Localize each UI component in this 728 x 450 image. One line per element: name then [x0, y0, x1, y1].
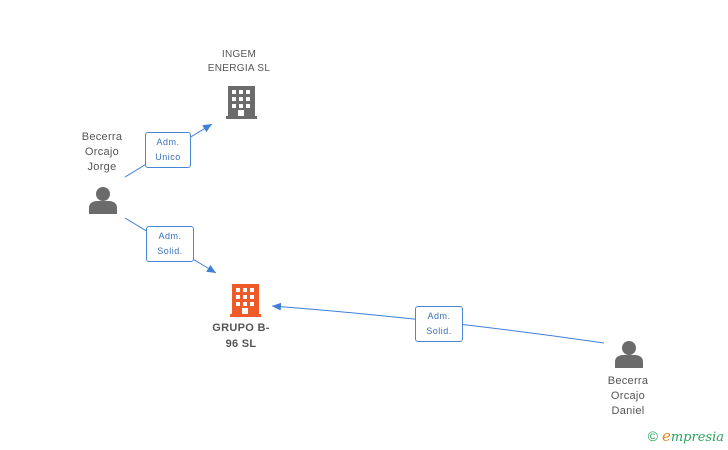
brand-logo: empresia: [662, 427, 724, 445]
empresia-watermark: © empresia: [648, 426, 724, 446]
relation-label-adm-unico[interactable]: Adm. Unico: [145, 132, 191, 168]
building-icon[interactable]: [226, 86, 257, 119]
node-label-daniel[interactable]: Becerra Orcajo Daniel: [588, 374, 668, 419]
node-name-line: Jorge: [87, 161, 117, 173]
relation-label-line: Unico: [155, 152, 181, 162]
relation-label-line: Adm.: [158, 231, 182, 241]
node-label-ingem[interactable]: INGEM ENERGIA SL: [196, 48, 282, 76]
relation-label-line: Adm.: [156, 137, 180, 147]
relation-label-adm-solid-daniel[interactable]: Adm. Solid.: [415, 306, 463, 342]
person-icon[interactable]: [89, 187, 117, 214]
node-name-line: ENERGIA SL: [207, 63, 271, 74]
relation-label-adm-solid-jorge[interactable]: Adm. Solid.: [146, 226, 194, 262]
brand-logo-e: e: [661, 427, 671, 445]
node-name-line: 96 SL: [225, 338, 257, 350]
person-icon[interactable]: [615, 341, 643, 368]
node-name-line: Becerra: [81, 131, 123, 143]
brand-logo-text: mpresia: [670, 430, 724, 445]
relation-label-line: Solid.: [157, 246, 183, 256]
building-icon[interactable]: [230, 284, 261, 317]
node-name-line: INGEM: [221, 49, 257, 60]
copyright-icon: ©: [647, 428, 658, 444]
node-label-grupo[interactable]: GRUPO B- 96 SL: [200, 320, 282, 352]
relation-label-line: Adm.: [427, 311, 451, 321]
relation-label-line: Solid.: [426, 326, 452, 336]
node-label-jorge[interactable]: Becerra Orcajo Jorge: [62, 130, 142, 175]
node-name-line: Orcajo: [84, 146, 120, 158]
node-name-line: Daniel: [611, 405, 645, 417]
node-name-line: Orcajo: [610, 390, 646, 402]
node-name-line: Becerra: [607, 375, 649, 387]
node-name-line: GRUPO B-: [212, 322, 270, 334]
